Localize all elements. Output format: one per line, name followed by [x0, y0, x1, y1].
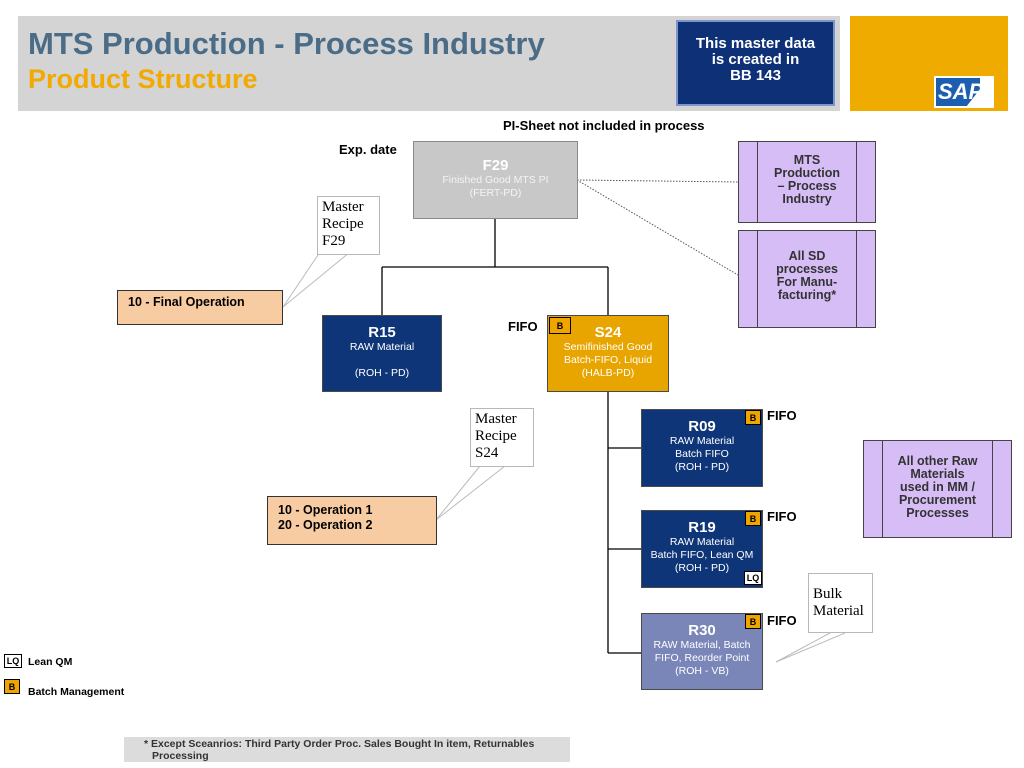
material-s24[interactable]: S24 Semifinished Good Batch-FIFO, Liquid… [547, 315, 669, 392]
operation-label: 20 - Operation 2 [278, 518, 373, 532]
operation-s24[interactable]: 10 - Operation 1 20 - Operation 2 [267, 496, 437, 545]
sap-logo: SAP [934, 76, 994, 108]
material-desc: Batch FIFO [675, 448, 729, 460]
material-code: R15 [368, 324, 396, 341]
batch-badge: B [745, 410, 761, 425]
process-mts-production[interactable]: MTS Production – Process Industry [738, 141, 876, 223]
operation-final[interactable]: 10 - Final Operation [117, 290, 283, 325]
process-line: All SD [788, 249, 826, 263]
batch-badge: B [549, 317, 571, 334]
material-code: R19 [688, 519, 716, 536]
note-line: is created in [711, 51, 800, 68]
note-line: This master data [695, 35, 816, 52]
footnote-line: Processing [152, 750, 209, 762]
material-type: (HALB-PD) [581, 367, 635, 379]
master-data-note: This master data is created in BB 143 [676, 20, 835, 106]
material-f29[interactable]: F29 Finished Good MTS PI (FERT-PD) [413, 141, 578, 219]
legend-batch-management: Batch Management [28, 686, 125, 698]
process-line: Processes [906, 506, 969, 520]
material-desc: Semifinished Good [563, 341, 653, 353]
callout-line: Bulk [813, 586, 843, 602]
material-code: R09 [688, 418, 716, 435]
process-other-raw[interactable]: All other Raw Materials used in MM / Pro… [863, 440, 1012, 538]
page-title: MTS Production - Process Industry [28, 26, 545, 61]
process-line: used in MM / [900, 480, 975, 494]
page-subtitle: Product Structure [28, 64, 258, 94]
lean-qm-badge: LQ [744, 571, 762, 585]
process-sd[interactable]: All SD processes For Manu- facturing* [738, 230, 876, 328]
batch-badge: B [745, 614, 761, 629]
callout-line: Master [475, 411, 517, 427]
material-r15[interactable]: R15 RAW Material (ROH - PD) [322, 315, 442, 392]
batch-badge: B [745, 511, 761, 526]
material-code: S24 [594, 324, 622, 341]
legend-batch-badge: B [4, 679, 20, 694]
legend-lean-qm-badge: LQ [4, 654, 22, 668]
material-desc: Batch FIFO, Lean QM [650, 549, 754, 561]
pi-sheet-note: PI-Sheet not included in process [503, 118, 705, 133]
callout-line: S24 [475, 445, 499, 461]
material-type: (ROH - VB) [675, 665, 729, 677]
material-desc: FIFO, Reorder Point [654, 652, 750, 664]
process-line: facturing* [777, 288, 837, 302]
operation-label: 10 - Operation 1 [278, 503, 373, 517]
material-code: F29 [482, 157, 509, 174]
material-desc: Finished Good MTS PI [442, 174, 549, 186]
process-line: Industry [782, 192, 832, 206]
material-desc: RAW Material [349, 341, 415, 353]
material-desc: Batch-FIFO, Liquid [563, 354, 653, 366]
process-line: Procurement [898, 493, 977, 507]
legend-lean-qm: Lean QM [28, 656, 73, 668]
fifo-label: FIFO [767, 509, 797, 524]
callout-line: Material [813, 603, 864, 619]
material-r09[interactable]: R09 RAW Material Batch FIFO (ROH - PD) [641, 409, 763, 487]
material-type: (ROH - PD) [674, 461, 730, 473]
fifo-label: FIFO [767, 408, 797, 423]
material-r30[interactable]: R30 RAW Material, Batch FIFO, Reorder Po… [641, 613, 763, 690]
material-code: R30 [688, 622, 716, 639]
material-desc: RAW Material [669, 536, 735, 548]
fifo-label: FIFO [508, 319, 538, 334]
operation-label: 10 - Final Operation [128, 295, 245, 309]
material-type: (FERT-PD) [469, 187, 522, 199]
process-line: For Manu- [776, 275, 838, 289]
callout-line: F29 [322, 233, 346, 249]
process-line: processes [776, 262, 838, 276]
material-type: (ROH - PD) [354, 367, 410, 379]
callout-line: Recipe [475, 428, 517, 444]
callout-recipe-f29: Master Recipe F29 [317, 196, 380, 255]
exp-date-label: Exp. date [339, 142, 397, 157]
callout-recipe-s24: Master Recipe S24 [470, 408, 534, 467]
material-desc: RAW Material, Batch [653, 639, 751, 651]
logo-text: SAP [938, 79, 984, 104]
note-line: BB 143 [730, 67, 781, 84]
process-line: Materials [910, 467, 965, 481]
callout-line: Master [322, 199, 364, 215]
material-type: (ROH - PD) [674, 562, 730, 574]
footnote-line: * Except Sceanrios: Third Party Order Pr… [144, 738, 535, 750]
process-line: All other Raw [897, 454, 978, 468]
callout-bulk-material: Bulk Material [808, 573, 873, 633]
material-desc: RAW Material [669, 435, 735, 447]
process-line: MTS [793, 153, 821, 167]
material-r19[interactable]: R19 RAW Material Batch FIFO, Lean QM (RO… [641, 510, 763, 588]
fifo-label: FIFO [767, 613, 797, 628]
callout-line: Recipe [322, 216, 364, 232]
process-line: – Process [777, 179, 837, 193]
process-line: Production [774, 166, 840, 180]
footnote: * Except Sceanrios: Third Party Order Pr… [124, 737, 570, 762]
